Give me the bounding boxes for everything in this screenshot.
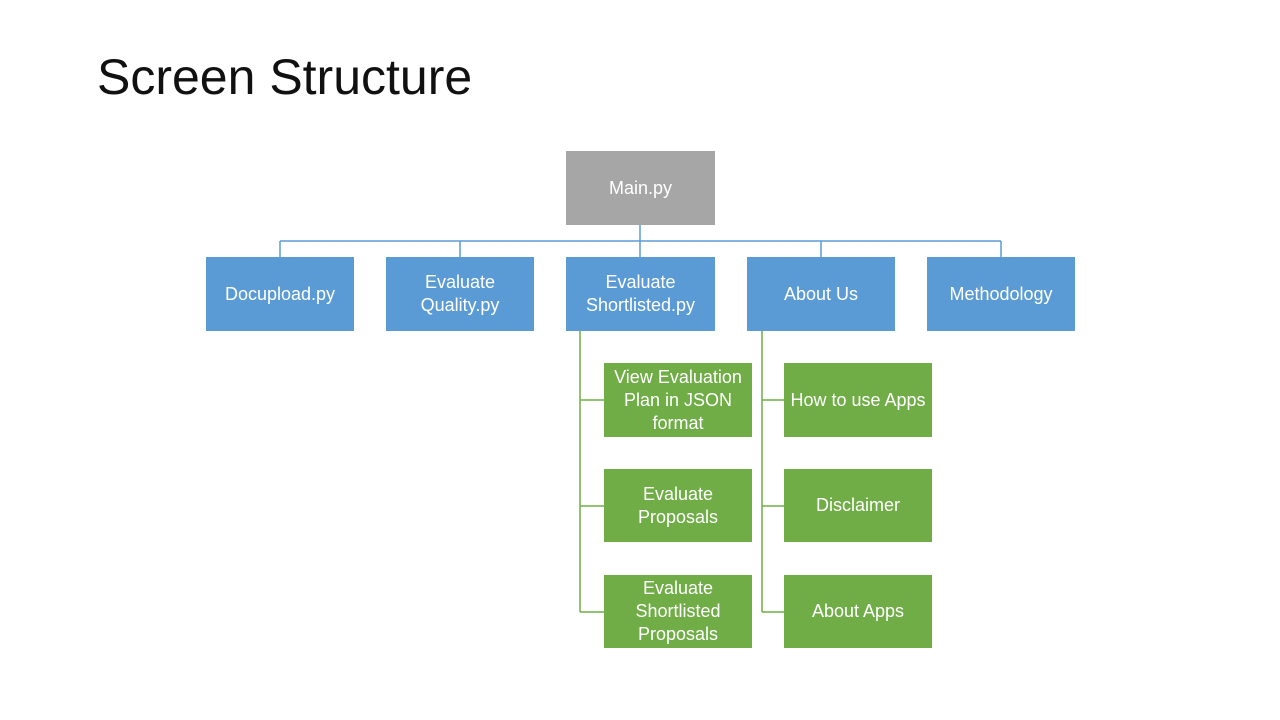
node-docupload: Docupload.py [206,257,354,331]
node-about-apps: About Apps [784,575,932,648]
node-evaluate-proposals: Evaluate Proposals [604,469,752,542]
node-methodology: Methodology [927,257,1075,331]
node-evaluate-quality: Evaluate Quality.py [386,257,534,331]
node-evaluate-shortlisted-proposals: Evaluate Shortlisted Proposals [604,575,752,648]
node-main: Main.py [566,151,715,225]
node-how-to-use-apps: How to use Apps [784,363,932,437]
node-disclaimer: Disclaimer [784,469,932,542]
node-view-evaluation-plan: View Evaluation Plan in JSON format [604,363,752,437]
node-evaluate-shortlisted: Evaluate Shortlisted.py [566,257,715,331]
node-about-us: About Us [747,257,895,331]
slide-title: Screen Structure [97,49,473,105]
